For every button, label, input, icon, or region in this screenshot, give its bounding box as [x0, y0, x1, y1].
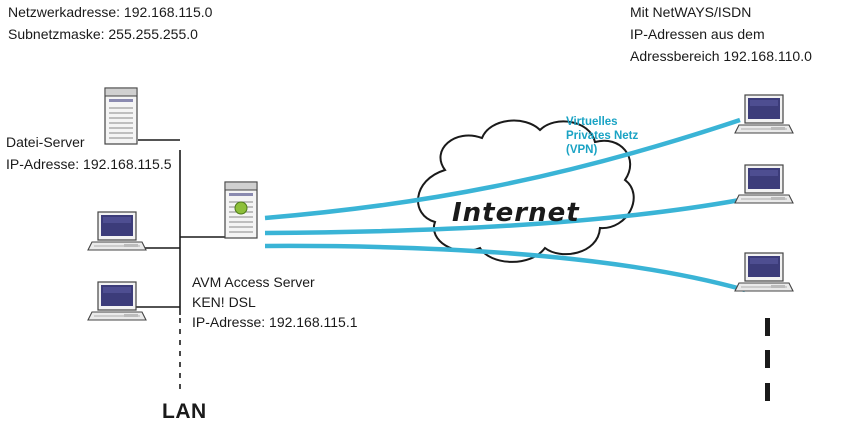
vpn-label-line3: (VPN) [566, 144, 598, 156]
lan-pc2-desktop-computer-icon [87, 281, 147, 321]
remote-pc3-desktop-computer-icon [734, 252, 794, 292]
vpn-label-line2: Privates Netz [566, 130, 639, 142]
file-server-name: Datei-Server [6, 134, 85, 150]
remote-info-line1: Mit NetWAYS/ISDN [630, 4, 752, 20]
vpn-tunnel-1 [264, 117, 741, 221]
remote-pc1-desktop-computer-icon [734, 94, 794, 134]
file-server-ip: IP-Adresse: 192.168.115.5 [6, 156, 172, 172]
file-server-tower-icon [104, 87, 138, 145]
access-server-model: KEN! DSL [192, 294, 256, 310]
remote-pc2-desktop-computer-icon [734, 164, 794, 204]
remote-info-line3: Adressbereich 192.168.110.0 [630, 48, 812, 64]
network-address-label: Netzwerkadresse: 192.168.115.0 [8, 4, 213, 20]
internet-label: Internet [452, 198, 580, 228]
vpn-tunnel-3 [264, 243, 746, 293]
lan-label: LAN [162, 400, 207, 423]
remote-info-line2: IP-Adressen aus dem [630, 26, 765, 42]
access-server-name: AVM Access Server [192, 274, 315, 290]
subnet-mask-label: Subnetzmaske: 255.255.255.0 [8, 26, 198, 42]
lan-pc1-desktop-computer-icon [87, 211, 147, 251]
access-server-tower-icon [224, 181, 258, 239]
vpn-label-line1: Virtuelles [566, 116, 618, 128]
vpn-tunnels [264, 117, 746, 293]
remote-continuation-dashes [765, 318, 770, 401]
vpn-tunnel-2 [264, 197, 741, 236]
access-server-ip: IP-Adresse: 192.168.115.1 [192, 314, 358, 330]
